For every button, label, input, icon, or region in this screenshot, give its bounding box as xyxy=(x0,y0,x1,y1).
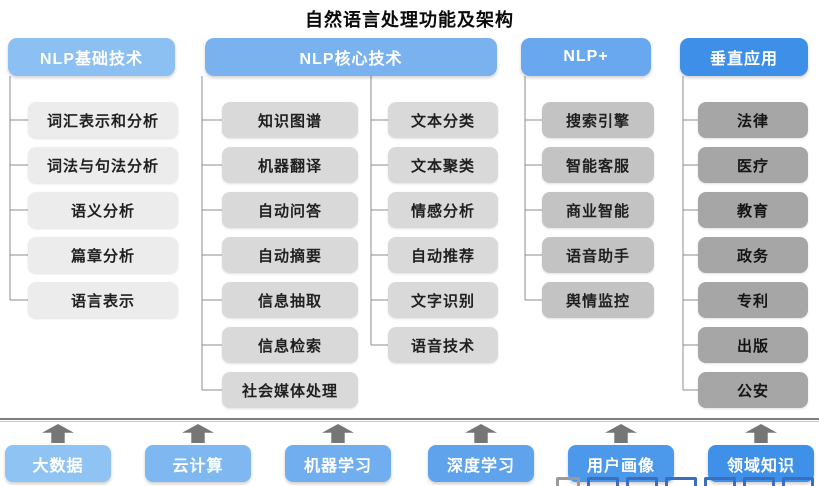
diagram-node: 词法与句法分析 xyxy=(28,147,178,183)
diagram-node: 语音助手 xyxy=(542,237,654,273)
column-nlp-core-right: 文本分类 文本聚类 情感分析 自动推荐 文字识别 语音技术 xyxy=(388,102,498,363)
column-header-nlp-plus: NLP+ xyxy=(521,38,651,76)
column-vertical-apps: 法律 医疗 教育 政务 专利 出版 公安 xyxy=(698,102,808,408)
foundation-item: 云计算 xyxy=(145,445,251,482)
diagram-node: 机器翻译 xyxy=(222,147,358,183)
diagram-node: 词汇表示和分析 xyxy=(28,102,178,138)
watermark-glyph xyxy=(665,477,697,486)
foundation-item: 用户画像 xyxy=(568,445,674,482)
foundation-item: 机器学习 xyxy=(285,445,391,482)
diagram-node: 搜索引擎 xyxy=(542,102,654,138)
diagram-node: 篇章分析 xyxy=(28,237,178,273)
diagram-node: 文本分类 xyxy=(388,102,498,138)
diagram-node: 文本聚类 xyxy=(388,147,498,183)
diagram-node: 舆情监控 xyxy=(542,282,654,318)
foundation-item: 深度学习 xyxy=(428,445,534,482)
foundation-item: 领域知识 xyxy=(708,445,814,482)
divider-line-shadow xyxy=(0,421,819,422)
diagram-node: 语义分析 xyxy=(28,192,178,228)
column-header-vertical-app: 垂直应用 xyxy=(680,38,808,76)
diagram-node: 医疗 xyxy=(698,147,808,183)
diagram-node: 情感分析 xyxy=(388,192,498,228)
diagram-node: 政务 xyxy=(698,237,808,273)
diagram-node: 出版 xyxy=(698,327,808,363)
up-arrow-icon xyxy=(42,424,74,443)
diagram-node: 商业智能 xyxy=(542,192,654,228)
diagram-node: 公安 xyxy=(698,372,808,408)
watermark-glyph xyxy=(704,477,736,486)
up-arrow-icon xyxy=(745,424,777,443)
diagram-node: 法律 xyxy=(698,102,808,138)
page-title: 自然语言处理功能及架构 xyxy=(305,10,514,30)
watermark-glyph xyxy=(587,477,619,486)
column-nlp-basic: 词汇表示和分析 词法与句法分析 语义分析 篇章分析 语言表示 xyxy=(28,102,178,318)
diagram-node: 自动推荐 xyxy=(388,237,498,273)
up-arrow-icon xyxy=(322,424,354,443)
watermark-glyph xyxy=(556,477,580,486)
diagram-node: 自动摘要 xyxy=(222,237,358,273)
divider-line xyxy=(0,418,819,420)
diagram-node: 自动问答 xyxy=(222,192,358,228)
column-nlp-core-left: 知识图谱 机器翻译 自动问答 自动摘要 信息抽取 信息检索 社会媒体处理 xyxy=(222,102,358,408)
diagram-node: 文字识别 xyxy=(388,282,498,318)
column-header-nlp-basic: NLP基础技术 xyxy=(8,38,175,76)
foundation-item: 大数据 xyxy=(5,445,111,482)
diagram-node: 专利 xyxy=(698,282,808,318)
diagram-node: 社会媒体处理 xyxy=(222,372,358,408)
diagram-node: 智能客服 xyxy=(542,147,654,183)
diagram-node: 信息检索 xyxy=(222,327,358,363)
column-header-nlp-core: NLP核心技术 xyxy=(205,38,497,76)
diagram-node: 信息抽取 xyxy=(222,282,358,318)
watermark-glyph xyxy=(782,477,814,486)
watermark-glyph xyxy=(743,477,775,486)
up-arrow-icon xyxy=(465,424,497,443)
watermark-glyph xyxy=(626,477,658,486)
up-arrow-icon xyxy=(182,424,214,443)
diagram-node: 教育 xyxy=(698,192,808,228)
diagram-node: 语言表示 xyxy=(28,282,178,318)
diagram-node: 语音技术 xyxy=(388,327,498,363)
watermark-fragment xyxy=(556,477,818,486)
diagram-node: 知识图谱 xyxy=(222,102,358,138)
up-arrow-icon xyxy=(605,424,637,443)
column-nlp-plus: 搜索引擎 智能客服 商业智能 语音助手 舆情监控 xyxy=(542,102,654,318)
